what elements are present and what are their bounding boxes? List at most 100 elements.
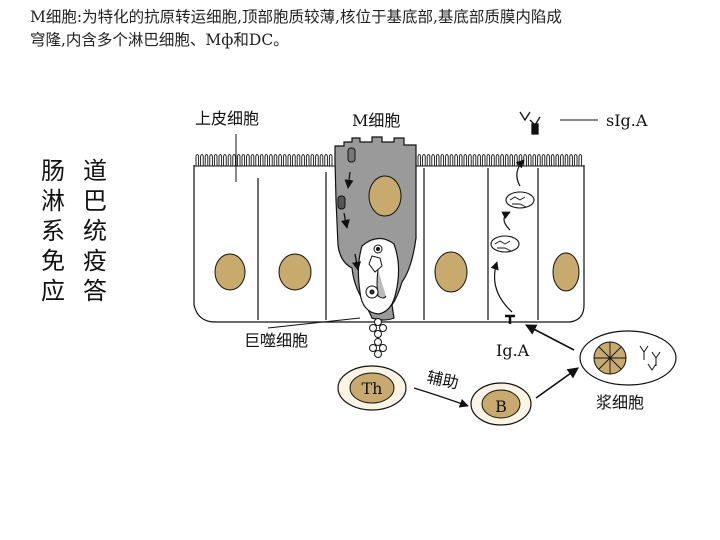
help-arrow [413, 387, 469, 408]
m-cell-nucleus [368, 175, 402, 217]
microvillus [223, 154, 227, 166]
microvillus [435, 154, 440, 166]
transcytosis-arrow [490, 261, 513, 313]
microvillus [269, 154, 273, 166]
siga-molecule [519, 111, 541, 135]
microvillus [463, 154, 468, 166]
intro-line-2: 穹隆,内含多个淋巴细胞、Mф和DC。 [30, 31, 289, 49]
microvillus [200, 154, 204, 166]
side-char: 统 [83, 217, 107, 245]
microvillus [209, 154, 213, 166]
microvillus [541, 154, 546, 166]
microvillus [236, 154, 241, 166]
microvillus [426, 154, 431, 166]
side-title-col-1: 肠 淋 系 免 应 [40, 156, 66, 306]
microvillus [504, 154, 509, 166]
epithelial-label: 上皮细胞 [195, 109, 259, 128]
side-char: 道 [83, 157, 107, 185]
microvillus [319, 154, 324, 166]
microvillus [305, 154, 310, 166]
microvillus [246, 154, 250, 166]
transport-arrow [344, 171, 354, 189]
microvillus [445, 154, 449, 166]
microvillus [550, 154, 555, 166]
m-cell-label: M细胞 [352, 111, 400, 130]
side-char: 巴 [83, 187, 107, 215]
differentiation-arrow [535, 367, 579, 399]
macrophage-leader [267, 317, 361, 329]
microvillus [468, 154, 472, 166]
microvillus [324, 154, 328, 166]
antibody-glyph [639, 345, 661, 371]
microvillus [514, 154, 518, 166]
microvillus [259, 154, 264, 166]
microvillus [422, 154, 426, 166]
transport-arrow [352, 253, 361, 271]
microvillus [454, 154, 458, 166]
intro-text: M细胞:为特化的抗原转运细胞,顶部胞质较薄,核位于基底部,基底部质膜内陷成 穹隆… [30, 6, 720, 52]
antigen-vesicle [337, 195, 346, 210]
microvillus [195, 154, 200, 166]
side-char: 疫 [83, 247, 107, 275]
epithelium-outline [193, 165, 585, 323]
microvillus [449, 154, 454, 166]
poly-ig-receptor [505, 314, 515, 324]
microvillus [509, 154, 514, 166]
secretion-arrow [525, 324, 575, 351]
microvillus [255, 154, 259, 166]
microvillus [310, 154, 315, 166]
microvillus [232, 154, 236, 166]
microvillus [555, 154, 560, 166]
microvillus [301, 154, 305, 166]
intro-line-1: M细胞:为特化的抗原转运细胞,顶部胞质较薄,核位于基底部,基底部质膜内陷成 [30, 8, 562, 26]
microvillus [569, 154, 573, 166]
side-title: 肠 淋 系 免 应 道 巴 统 疫 答 [40, 156, 108, 306]
plasma-label: 浆细胞 [596, 393, 644, 412]
microvillus [273, 154, 278, 166]
side-char: 系 [41, 217, 65, 245]
microvillus [486, 154, 491, 166]
th-cell: Th [337, 365, 407, 411]
microvillus [573, 154, 578, 166]
microvillus [296, 154, 301, 166]
microvillus [500, 154, 504, 166]
microvillus [417, 154, 422, 166]
antigen-vesicle [347, 147, 356, 163]
siga-label: sIg.A [606, 111, 648, 130]
microvillus [495, 154, 500, 166]
epithelium-layer [193, 165, 585, 323]
antigen-particle [368, 255, 383, 273]
help-label: 辅助 [425, 367, 460, 392]
side-char: 淋 [41, 187, 65, 215]
microvillus [546, 154, 550, 166]
microvillus [440, 154, 445, 166]
microvillus [578, 154, 583, 166]
antigen-vesicle [376, 269, 387, 299]
microvillus [518, 154, 523, 166]
microvillus [250, 154, 255, 166]
b-label: B [495, 397, 507, 416]
microvillus [241, 154, 246, 166]
microvillus [481, 154, 486, 166]
iga-transcytosis [490, 159, 535, 324]
microvillus [537, 154, 541, 166]
microvillus [491, 154, 495, 166]
microvillus [213, 154, 218, 166]
nucleus [552, 252, 580, 292]
nucleus [434, 251, 468, 293]
microvillus [227, 154, 232, 166]
nucleus [214, 253, 246, 291]
microvillus [218, 154, 223, 166]
plasma-cell [579, 330, 677, 386]
transport-arrow [340, 212, 350, 229]
microvillus [560, 154, 564, 166]
microvillus [564, 154, 569, 166]
macrophage-label: 巨噬细胞 [244, 331, 308, 350]
b-cell: B [470, 382, 532, 426]
microvillus [532, 154, 537, 166]
microvillus [282, 154, 287, 166]
macrophage-antigen [369, 318, 387, 358]
microvillus [315, 154, 319, 166]
nucleus [278, 253, 312, 291]
